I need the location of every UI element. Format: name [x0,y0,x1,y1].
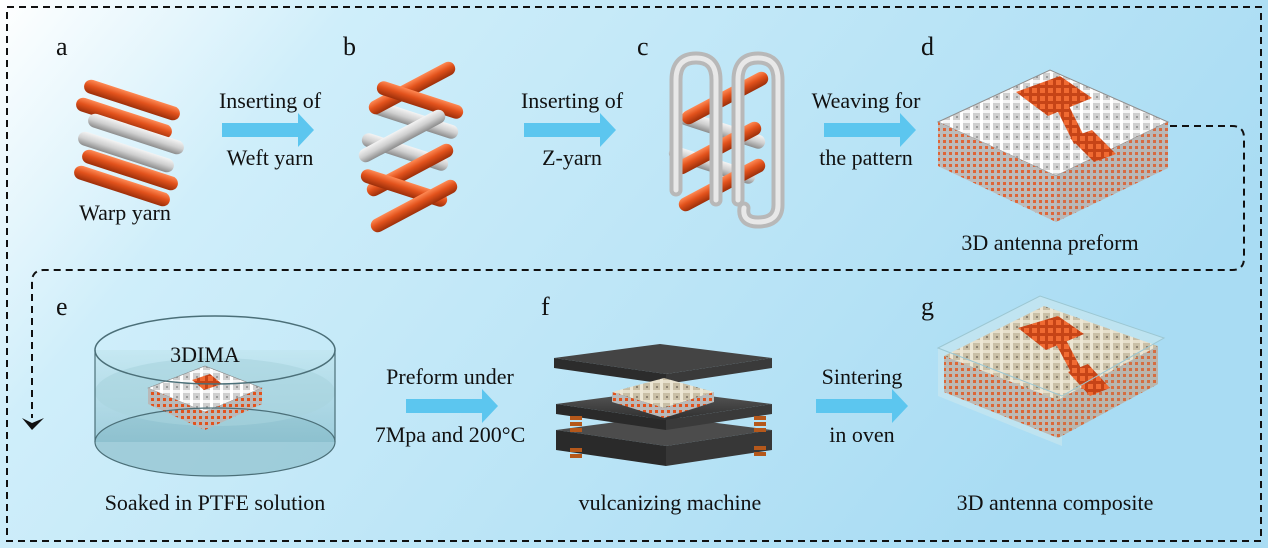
panel-letter-c: c [637,32,649,61]
connector-dashed-line [31,125,1245,418]
arrow-ef [406,389,498,423]
arrow-fg [816,389,908,423]
arrow-ef-label-top: Preform under [386,364,514,389]
panel-letter-e: e [56,292,68,321]
weft-lattice-illustration [358,61,464,233]
arrow-fg-label-top: Sintering [821,364,903,389]
caption-antenna-composite: 3D antenna composite [956,490,1154,515]
panel-letter-a: a [56,32,68,61]
dashed-border [6,6,1262,542]
caption-soaked-ptfe: Soaked in PTFE solution [104,490,326,515]
caption-antenna-preform: 3D antenna preform [961,230,1139,255]
antenna-preform-illustration [936,69,1170,222]
warp-yarn-illustration [74,79,184,207]
arrow-fg-label-bottom: in oven [829,422,895,447]
arrow-cd-label-top: Weaving for [811,88,921,113]
caption-vulcanizing-machine: vulcanizing machine [578,490,762,515]
arrow-bc-label-top: Inserting of [520,88,624,113]
arrow-cd-label-bottom: the pattern [819,145,913,170]
arrow-bc-label-bottom: Z-yarn [542,145,602,170]
dish-inner-label: 3DIMA [170,342,240,367]
panel-letter-f: f [541,292,550,321]
arrow-ab-label-bottom: Weft yarn [226,145,314,170]
panel-letter-g: g [921,292,934,321]
antenna-composite-illustration [936,295,1166,446]
panel-letter-b: b [343,32,356,61]
caption-warp-yarn: Warp yarn [79,200,171,225]
panel-letter-d: d [921,32,934,61]
vulcanizing-machine-illustration [554,344,772,466]
ptfe-dish-illustration [94,315,336,477]
arrow-ab-label-top: Inserting of [218,88,322,113]
arrow-ef-label-bottom: 7Mpa and 200°C [374,422,526,447]
connector-arrowhead [22,418,44,430]
z-yarn-illustration [668,51,785,229]
arrow-cd [824,113,916,147]
arrow-bc [524,113,616,147]
arrow-ab [222,113,314,147]
